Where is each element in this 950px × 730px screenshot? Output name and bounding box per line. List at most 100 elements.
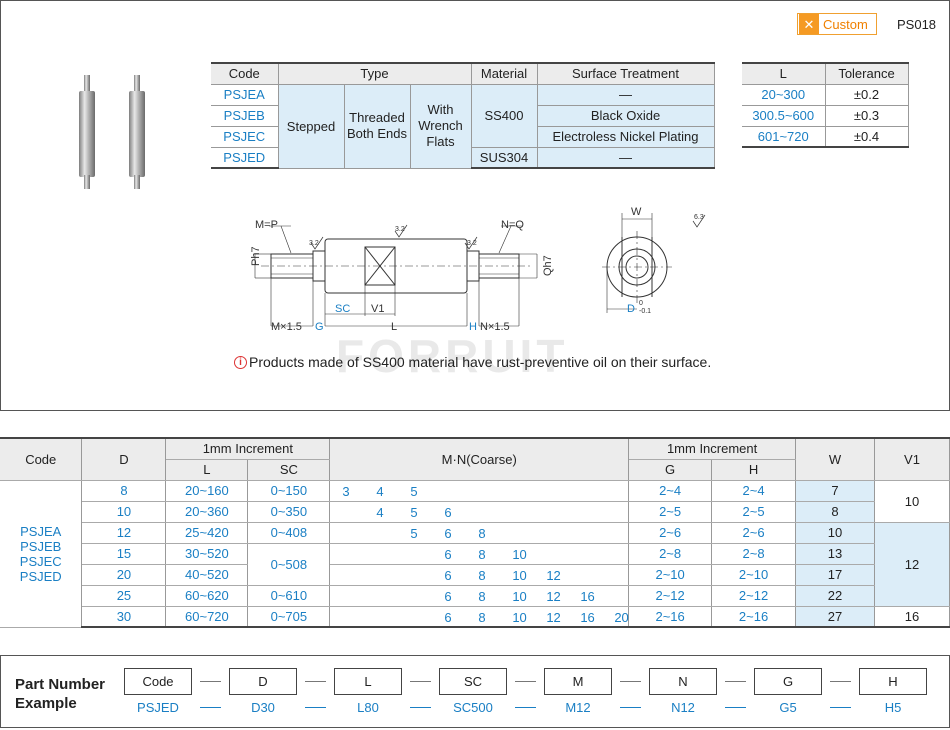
cell-l: 25~420	[165, 521, 249, 544]
example-connector	[200, 681, 221, 682]
cell-w: 22	[795, 584, 875, 607]
mn-value: 12	[546, 609, 561, 625]
cell-d: 10	[81, 500, 167, 523]
cell-h: 2~5	[711, 500, 797, 523]
mn-value: 3	[342, 483, 350, 499]
main-header-h: H	[711, 458, 797, 481]
tol-header-tolerance: Tolerance	[825, 62, 909, 85]
example-connector	[305, 681, 326, 682]
mn-value: 8	[478, 567, 486, 583]
spec-header-treatment: Surface Treatment	[537, 62, 715, 85]
mn-value: 8	[478, 525, 486, 541]
dim-h: H	[469, 321, 477, 333]
example-connector	[410, 681, 431, 682]
mn-value: 5	[410, 483, 418, 499]
mn-value: 10	[512, 567, 527, 583]
example-value: L80	[357, 700, 379, 715]
mn-value: 20	[614, 609, 629, 625]
tol-l: 601~720	[742, 125, 826, 148]
cell-g: 2~6	[628, 521, 713, 544]
tol-value: ±0.3	[825, 104, 909, 127]
spec-type-stepped: Stepped	[278, 83, 345, 169]
cell-sc: 0~350	[247, 500, 331, 523]
cell-w: 8	[795, 500, 875, 523]
cell-d: 8	[81, 479, 167, 502]
example-value: H5	[884, 700, 902, 715]
cell-l: 60~620	[165, 584, 249, 607]
cell-v1: 16	[874, 605, 950, 628]
tol-l: 20~300	[742, 83, 826, 106]
mn-value: 12	[546, 588, 561, 604]
spec-header-material: Material	[471, 62, 538, 85]
example-connector	[305, 707, 326, 708]
cell-g: 2~10	[628, 563, 713, 586]
cell-w: 27	[795, 605, 875, 628]
mn-value: 10	[512, 588, 527, 604]
mn-value: 6	[444, 588, 452, 604]
tol-value: ±0.4	[825, 125, 909, 148]
cell-g: 2~12	[628, 584, 713, 607]
spec-treatment: —	[537, 83, 715, 106]
example-value: N12	[671, 700, 695, 715]
cell-sc: 0~610	[247, 584, 331, 607]
cell-w: 7	[795, 479, 875, 502]
spec-treatment: Black Oxide	[537, 104, 715, 127]
dim-d-tol-up: 0	[639, 300, 643, 307]
roughness-label: 3.2	[395, 226, 405, 233]
example-connector	[620, 681, 641, 682]
example-box: M	[544, 668, 612, 695]
cell-w: 13	[795, 542, 875, 565]
dim-d-tol-dn: -0.1	[639, 308, 651, 315]
spec-type-threaded: Threaded Both Ends	[344, 83, 411, 169]
main-header-sc: SC	[247, 458, 331, 481]
example-connector	[515, 707, 536, 708]
cell-l: 20~160	[165, 479, 249, 502]
spec-header-code: Code	[211, 62, 279, 85]
spec-type-flats: With Wrench Flats	[410, 83, 472, 169]
mn-value: 4	[376, 504, 384, 520]
example-box: SC	[439, 668, 507, 695]
example-box: H	[859, 668, 927, 695]
main-header-l: L	[165, 458, 249, 481]
cell-d: 15	[81, 542, 167, 565]
cell-h: 2~16	[711, 605, 797, 628]
main-header-v1: V1	[874, 437, 950, 481]
mn-value: 6	[444, 546, 452, 562]
cell-l: 40~520	[165, 563, 249, 586]
product-info-panel: FORRUIT ✕ Custom PS018 Code Type Materia…	[0, 0, 950, 411]
mn-value: 6	[444, 567, 452, 583]
dim-v1: V1	[371, 303, 384, 315]
mn-value: 6	[444, 525, 452, 541]
dim-m-eq-p: M=P	[255, 219, 278, 231]
cell-l: 30~520	[165, 542, 249, 565]
cell-l: 60~720	[165, 605, 249, 628]
mn-value: 6	[444, 504, 452, 520]
cell-v1: 10	[874, 479, 950, 523]
mn-value: 12	[546, 567, 561, 583]
cell-w: 17	[795, 563, 875, 586]
main-header-g: G	[628, 458, 713, 481]
tol-l: 300.5~600	[742, 104, 826, 127]
example-box: Code	[124, 668, 192, 695]
watermark: FORRUIT	[336, 330, 569, 382]
example-connector	[410, 707, 431, 708]
main-header-mn: M·N(Coarse)	[329, 437, 630, 481]
cell-d: 30	[81, 605, 167, 628]
cell-h: 2~8	[711, 542, 797, 565]
tol-header-l: L	[742, 62, 826, 85]
custom-badge: ✕ Custom	[797, 13, 877, 35]
mn-value: 6	[444, 609, 452, 625]
dimension-table: Code D 1mm Increment M·N(Coarse) 1mm Inc…	[0, 437, 950, 628]
example-box: G	[754, 668, 822, 695]
main-header-increment: 1mm Increment	[628, 437, 797, 460]
spec-header-type: Type	[278, 62, 472, 85]
